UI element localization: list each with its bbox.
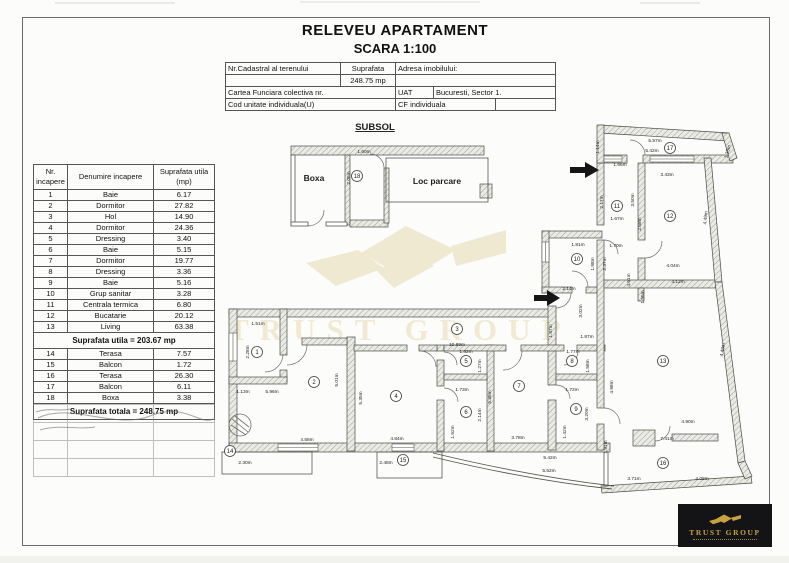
col-header-nr: Nr. incapere bbox=[33, 164, 68, 190]
watermark-handshake-icon bbox=[306, 226, 506, 288]
watermark-text: TRUST GROUP bbox=[228, 312, 572, 347]
signature-table bbox=[33, 404, 215, 477]
subtotal-row: Suprafata utila = 203.67 mp bbox=[33, 332, 215, 349]
col-header-suprafata: Suprafata utila (mp) bbox=[153, 164, 215, 190]
cod-unitate-label: Cod unitate individuala(U) bbox=[225, 98, 396, 111]
cartea-funciara-label: Cartea Funciara colectiva nr. bbox=[225, 86, 396, 99]
cadastral-info-table: Nr.Cadastral al terenului Suprafata Adre… bbox=[225, 62, 557, 111]
empty-cell bbox=[494, 98, 557, 111]
document-title: RELEVEU APARTAMENT SCARA 1:100 bbox=[230, 22, 560, 56]
adresa-label: Adresa imobilului: bbox=[394, 62, 557, 75]
empty-cell bbox=[225, 74, 341, 87]
handshake-icon bbox=[709, 514, 741, 524]
logo-subtitle-rule bbox=[693, 538, 757, 540]
suprafata-label: Suprafata bbox=[340, 62, 396, 75]
col-header-denumire: Denumire incapere bbox=[67, 164, 154, 190]
cf-individuala-label: CF individuala bbox=[395, 98, 496, 111]
title-line1: RELEVEU APARTAMENT bbox=[301, 22, 489, 39]
page-border bbox=[22, 17, 770, 546]
title-line2: SCARA 1:100 bbox=[353, 41, 437, 56]
room-area-table: Nr. incapere Denumire incapere Suprafata… bbox=[33, 164, 215, 420]
logo-text: TRUST GROUP bbox=[689, 527, 761, 537]
suprafata-value: 248.75 mp bbox=[340, 74, 396, 87]
nr-cadastral-label: Nr.Cadastral al terenului bbox=[225, 62, 341, 75]
uat-value: Bucuresti, Sector 1. bbox=[432, 86, 557, 99]
agency-logo: TRUST GROUP bbox=[678, 504, 772, 547]
empty-cell bbox=[394, 74, 557, 87]
uat-label: UAT bbox=[395, 86, 434, 99]
